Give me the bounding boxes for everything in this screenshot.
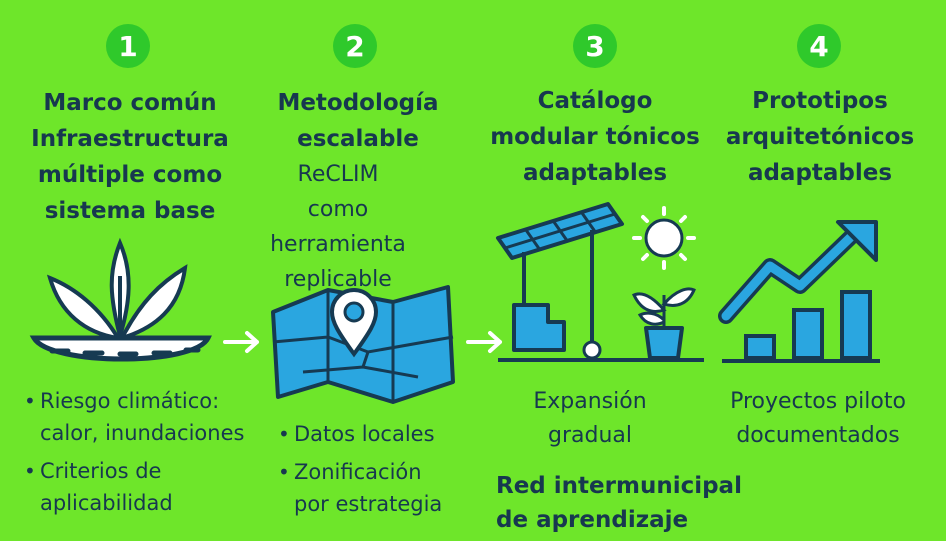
step-1-badge: 1 <box>106 24 150 68</box>
arrow-right-icon <box>223 331 259 353</box>
growth-chart-icon <box>718 220 880 363</box>
solar-shelter-icon <box>496 202 704 362</box>
plant-road-icon <box>29 237 212 362</box>
map-pin-icon <box>271 285 455 404</box>
step-4-title: Prototipos arquitetónicos adaptables <box>725 88 915 186</box>
step-2-subtitle: ReCLIM como herramienta replicable <box>270 162 406 292</box>
step-2-title: Metodología escalable <box>277 90 439 152</box>
step-1-title: Marco común Infraestructura múltiple com… <box>31 90 229 224</box>
step-3-title: Catálogo modular tónicos adaptables <box>490 88 700 186</box>
step-3-note: Red intermunicipal de aprendizaje <box>496 473 742 533</box>
step-4-badge: 4 <box>797 24 841 68</box>
list-item: Riesgo climático:calor, inundaciones <box>24 385 244 449</box>
step-2-badge: 2 <box>333 24 377 68</box>
arrow-right-icon <box>466 331 502 353</box>
step-1-bullets: Riesgo climático:calor, inundaciones Cri… <box>24 385 244 525</box>
list-item: Datos locales <box>278 418 442 450</box>
step-3-badge: 3 <box>573 24 617 68</box>
step-3-text: Expansión gradual <box>533 389 647 448</box>
step-4-text: Proyectos piloto documentados <box>730 389 906 448</box>
